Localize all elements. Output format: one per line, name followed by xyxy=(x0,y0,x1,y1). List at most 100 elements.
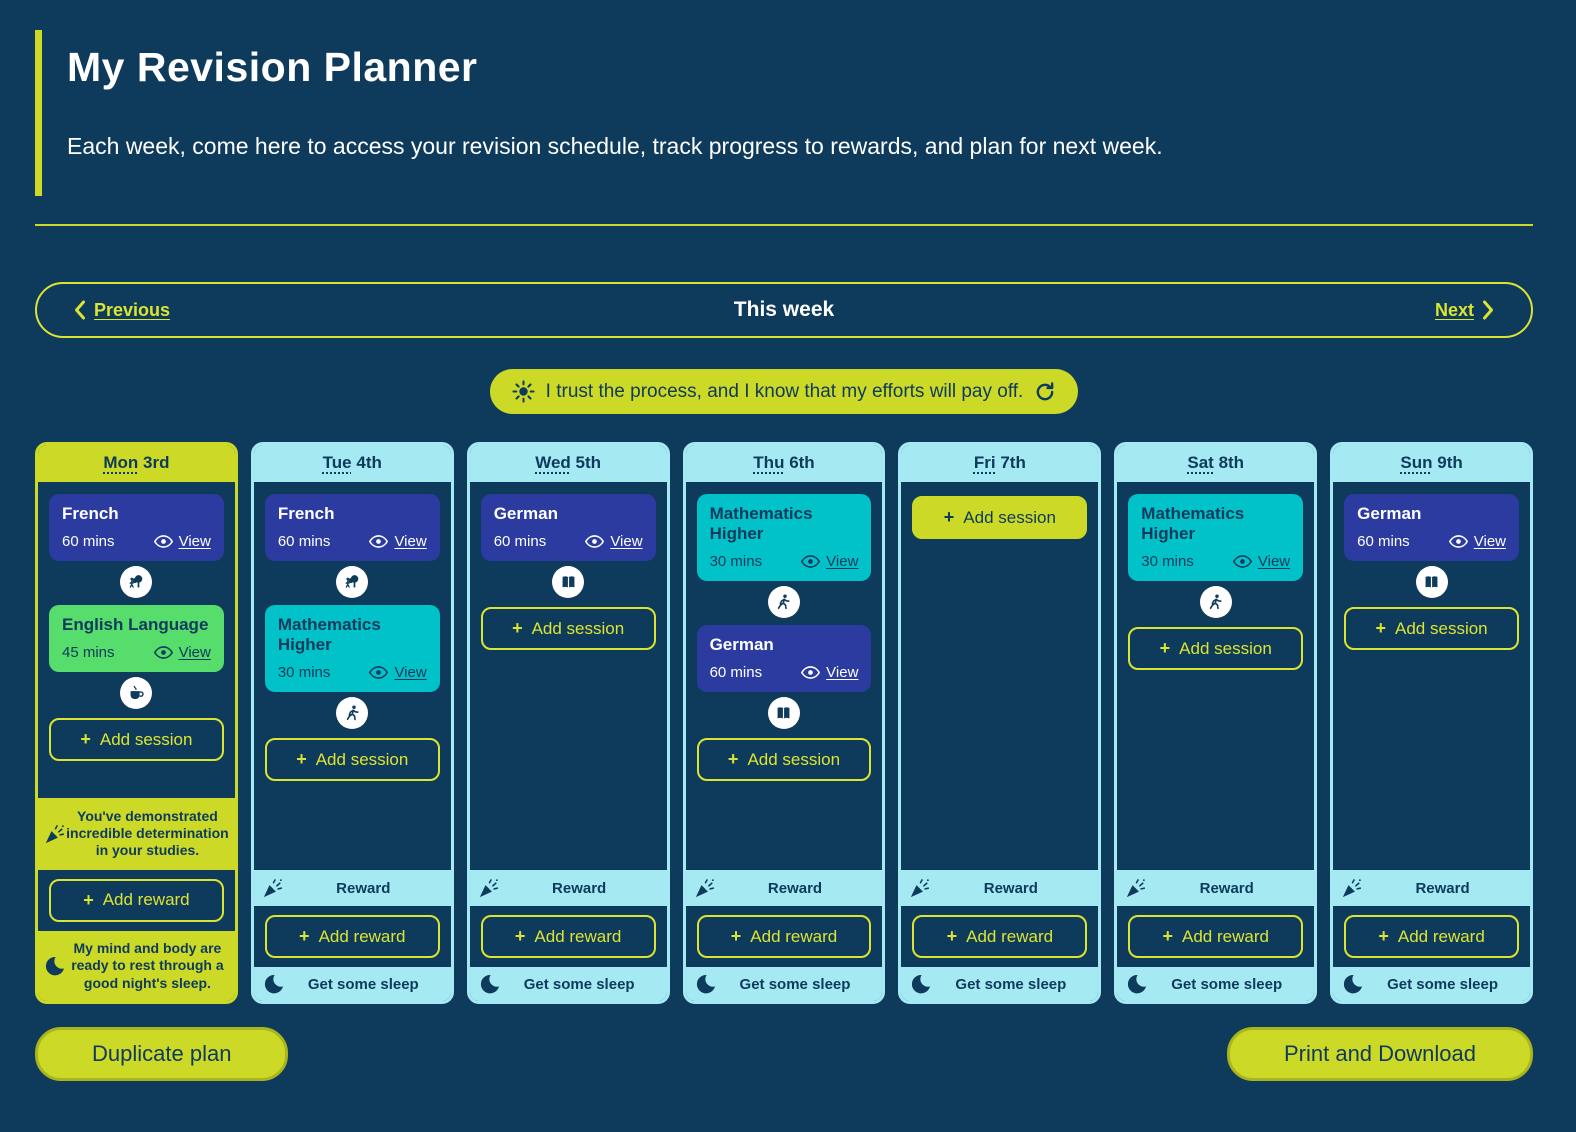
reward-message: You've demonstrated incredible determina… xyxy=(66,808,229,859)
previous-week-link[interactable]: Previous xyxy=(73,300,170,321)
add-session-button[interactable]: +Add session xyxy=(1344,607,1519,650)
day-date: 6th xyxy=(789,453,815,472)
day-header: Sat 8th xyxy=(1117,445,1315,482)
add-session-button[interactable]: +Add session xyxy=(480,607,656,650)
eye-icon xyxy=(585,535,605,548)
reading-book-icon xyxy=(774,704,793,723)
session-subject: German xyxy=(709,635,774,654)
chevron-left-icon xyxy=(73,300,86,320)
add-session-button[interactable]: +Add session xyxy=(49,718,224,761)
duplicate-plan-button[interactable]: Duplicate plan xyxy=(35,1027,289,1081)
add-reward-button[interactable]: +Add reward xyxy=(49,878,224,922)
reward-band: Reward xyxy=(469,870,667,906)
session-subject: Mathematics Higher xyxy=(709,504,813,543)
view-link-label: View xyxy=(826,553,859,570)
view-session-link[interactable]: View xyxy=(153,533,211,550)
reading-book-icon xyxy=(559,573,578,592)
day-header: Thu 6th xyxy=(685,445,883,482)
add-reward-label: Add reward xyxy=(534,926,622,946)
add-reward-button[interactable]: +Add reward xyxy=(1344,915,1519,958)
session-subject: Mathematics Higher xyxy=(1141,504,1245,543)
add-session-button[interactable]: +Add session xyxy=(696,738,872,781)
add-session-button[interactable]: +Add session xyxy=(912,496,1088,539)
sleep-label: Get some sleep xyxy=(523,975,635,993)
plus-icon: + xyxy=(946,926,958,946)
outdoors-tree-icon xyxy=(127,573,146,592)
refresh-icon[interactable] xyxy=(1034,381,1056,403)
add-reward-button[interactable]: + Add reward xyxy=(912,915,1088,958)
sun-icon xyxy=(512,380,535,403)
add-session-button[interactable]: +Add session xyxy=(264,738,440,781)
add-session-label: Add session xyxy=(1179,638,1272,658)
day-abbr: Thu xyxy=(753,453,785,472)
eye-icon xyxy=(153,535,173,548)
view-session-link[interactable]: View xyxy=(585,533,643,550)
reading-book-icon xyxy=(1422,573,1441,592)
moon-icon xyxy=(910,973,932,995)
day-date: 8th xyxy=(1218,453,1245,472)
print-download-button[interactable]: Print and Download xyxy=(1226,1027,1533,1081)
view-session-link[interactable]: View xyxy=(369,664,427,681)
reward-label: Reward xyxy=(552,879,607,897)
party-popper-icon xyxy=(1125,877,1147,899)
add-reward-button[interactable]: +Add reward xyxy=(1128,915,1304,958)
divider xyxy=(35,224,1533,226)
day-header: Wed 5th xyxy=(469,445,667,482)
page-subtitle: Each week, come here to access your revi… xyxy=(67,133,1163,159)
chevron-right-icon xyxy=(1482,300,1495,320)
day-abbr: Fri xyxy=(973,453,996,472)
day-body: +Add session xyxy=(901,482,1098,870)
eye-icon xyxy=(801,555,821,568)
sleep-label: Get some sleep xyxy=(739,975,851,993)
view-session-link[interactable]: View xyxy=(801,553,858,570)
view-session-link[interactable]: View xyxy=(1232,553,1290,570)
reward-band: Reward xyxy=(901,870,1099,906)
moon-icon xyxy=(1342,973,1364,995)
session-subject: German xyxy=(1357,504,1422,523)
add-reward-button[interactable]: +Add reward xyxy=(696,915,872,958)
view-session-link[interactable]: View xyxy=(153,644,211,661)
add-session-label: Add session xyxy=(1395,618,1488,638)
view-link-label: View xyxy=(610,533,643,550)
coffee-cup-icon xyxy=(127,684,146,703)
add-reward-button[interactable]: +Add reward xyxy=(480,915,656,958)
view-session-link[interactable]: View xyxy=(801,664,858,681)
quote-text: I trust the process, and I know that my … xyxy=(545,380,1024,402)
add-reward-button[interactable]: +Add reward xyxy=(264,915,440,958)
view-session-link[interactable]: View xyxy=(369,533,427,550)
day-date: 9th xyxy=(1437,453,1463,472)
sleep-band: Get some sleep xyxy=(1117,967,1315,1001)
sleep-band: Get some sleep xyxy=(1333,967,1530,1001)
party-popper-icon xyxy=(694,877,716,899)
view-session-link[interactable]: View xyxy=(1448,533,1506,550)
exercise-runner-icon xyxy=(774,593,793,612)
add-session-label: Add session xyxy=(315,749,409,769)
add-reward-band: +Add reward xyxy=(253,906,451,967)
day-date: 3rd xyxy=(143,453,170,472)
next-week-link[interactable]: Next xyxy=(1435,300,1495,321)
sleep-label: Get some sleep xyxy=(307,975,419,993)
session-subject: German xyxy=(493,504,558,523)
add-reward-label: Add reward xyxy=(1397,926,1485,946)
day-header: Sun 9th xyxy=(1333,445,1530,482)
add-session-button[interactable]: +Add session xyxy=(1128,627,1304,670)
session-duration: 60 mins xyxy=(62,533,115,550)
add-reward-label: Add reward xyxy=(966,926,1054,946)
plus-icon: + xyxy=(80,729,91,749)
add-reward-band: +Add reward xyxy=(1117,906,1315,967)
